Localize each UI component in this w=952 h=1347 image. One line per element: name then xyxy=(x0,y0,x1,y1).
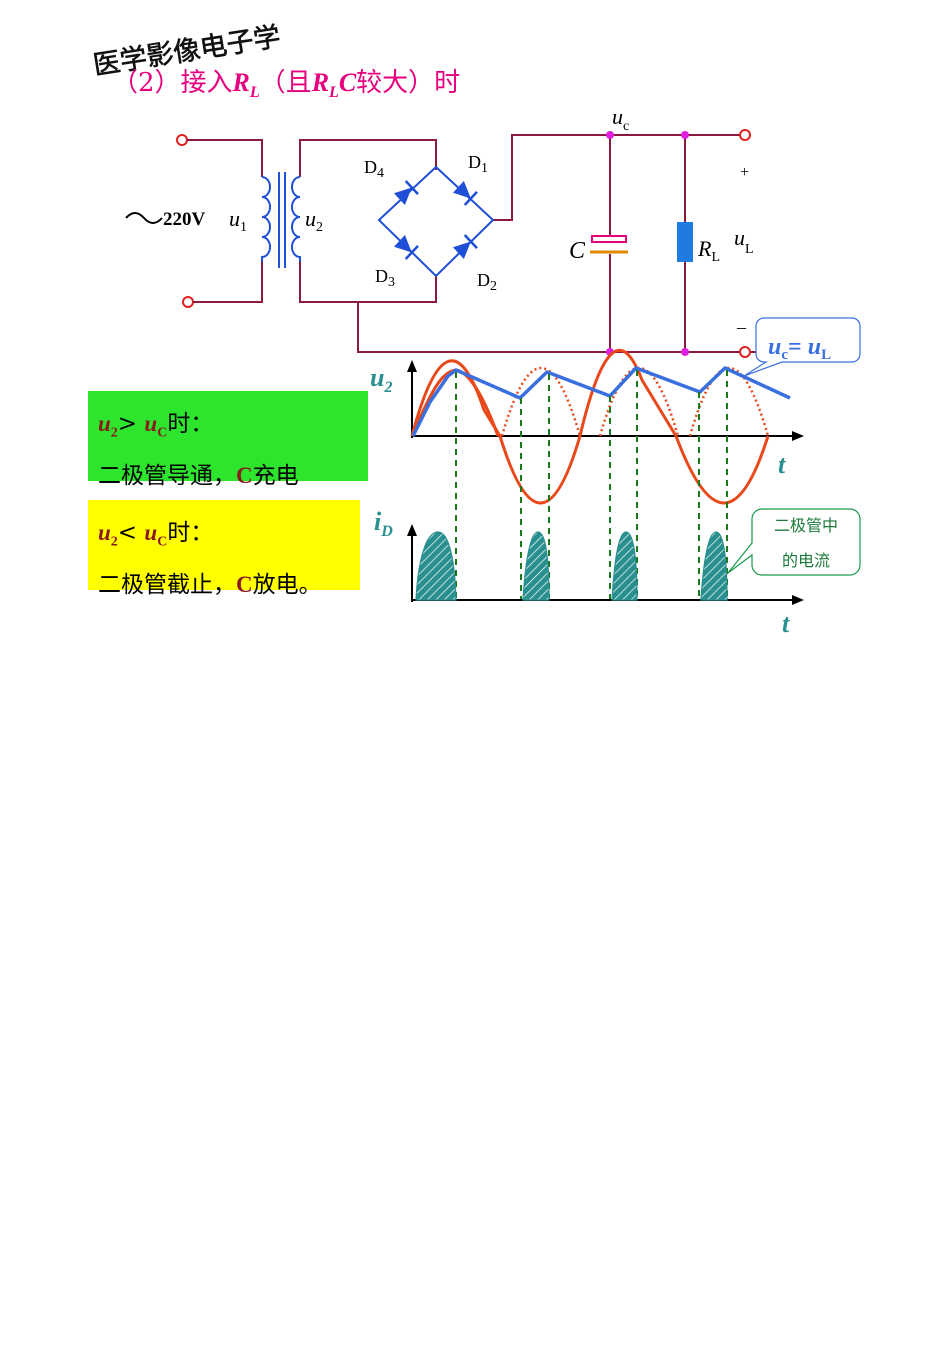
section-heading: （2）接入RL（且RLC较大）时 xyxy=(112,68,461,102)
charging-condition-box: u2> uC时： 二极管导通，C充电 xyxy=(88,391,368,489)
diode-d2 xyxy=(452,234,478,259)
transformer xyxy=(261,172,301,268)
plus-sign: + xyxy=(740,164,749,181)
d4-label: D4 xyxy=(364,157,384,181)
diode-d1 xyxy=(452,181,478,206)
ul-label: uL xyxy=(734,225,754,257)
diode-d3 xyxy=(393,235,419,260)
callout-uc-ul: uc= uL xyxy=(743,317,861,377)
uc-label: uc xyxy=(612,104,629,134)
capacitor-label: C xyxy=(569,238,586,264)
discharging-condition-box: u2< uC时： 二极管截止，C放电。 xyxy=(88,500,360,598)
t-axis-label-bottom: t xyxy=(782,609,790,638)
input-terminal-top xyxy=(176,134,188,146)
junction-dots xyxy=(606,131,689,356)
d1-label: D1 xyxy=(468,152,488,176)
load-resistor xyxy=(677,222,693,262)
waveform-u2: u2 t xyxy=(370,348,804,600)
d3-label: D3 xyxy=(375,266,395,290)
rl-label: RL xyxy=(697,236,720,265)
id-axis-label: iD xyxy=(374,507,393,540)
output-terminal-top xyxy=(739,129,751,141)
capacitor xyxy=(590,235,628,254)
d2-label: D2 xyxy=(477,270,497,294)
input-terminal-bottom xyxy=(182,296,194,308)
u2-label: u2 xyxy=(305,206,323,235)
source-voltage-label: 220V xyxy=(163,209,206,230)
ac-source-icon xyxy=(125,212,163,224)
u1-label: u1 xyxy=(229,206,247,235)
circuit xyxy=(176,129,760,358)
output-terminal-bottom xyxy=(739,346,751,358)
svg-text:的电流: 的电流 xyxy=(782,551,830,570)
svg-text:二极管中: 二极管中 xyxy=(774,516,838,535)
u2-axis-label: u2 xyxy=(370,363,392,396)
t-axis-label-top: t xyxy=(778,450,786,479)
minus-sign: – xyxy=(736,317,747,337)
callout-diode-current: 二极管中 的电流 xyxy=(727,508,861,576)
waveform-id: iD t xyxy=(374,507,804,638)
diode-d4 xyxy=(393,180,419,205)
svg-text:uc= uL: uc= uL xyxy=(768,334,831,363)
bridge-rectifier xyxy=(377,165,495,278)
